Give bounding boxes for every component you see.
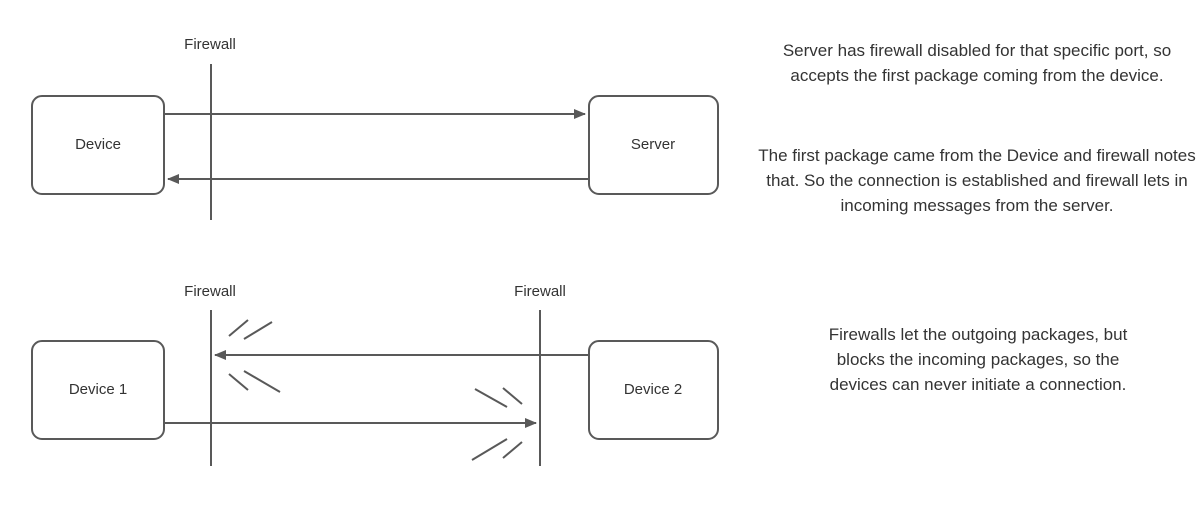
firewall-left-label: Firewall [184, 283, 236, 300]
note-firewalls-block-text: Firewalls let the outgoing packages, but… [828, 325, 1128, 394]
firewall-middle-label: Firewall [184, 36, 236, 53]
blocked-sparks-left [228, 319, 281, 393]
blocked-sparks-right [471, 387, 523, 461]
node-device-2-box[interactable] [588, 340, 719, 440]
node-device-1-box[interactable] [31, 340, 165, 440]
note-connection-established: The first package came from the Device a… [758, 143, 1196, 218]
note-firewalls-block: Firewalls let the outgoing packages, but… [818, 322, 1138, 397]
firewall-right-label: Firewall [514, 283, 566, 300]
node-server-box[interactable] [588, 95, 719, 195]
diagram-blocked-connection [31, 310, 719, 466]
node-device-box[interactable] [31, 95, 165, 195]
note-server-accepts-text: Server has firewall disabled for that sp… [782, 41, 1172, 85]
note-server-accepts: Server has firewall disabled for that sp… [758, 38, 1196, 88]
diagram-established-connection [31, 64, 719, 220]
note-connection-established-text: The first package came from the Device a… [758, 146, 1196, 215]
